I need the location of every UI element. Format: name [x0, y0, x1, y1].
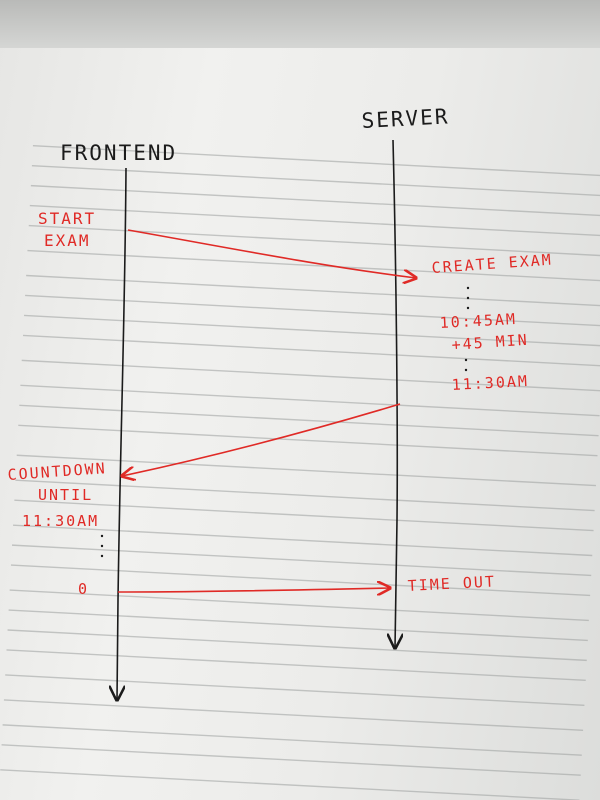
- timeout-arrow: [117, 588, 390, 592]
- zero-label: 0: [78, 580, 89, 598]
- time-out-label: TIME OUT: [407, 572, 496, 595]
- server-lifeline: [393, 139, 397, 648]
- duration-label: +45 MIN: [451, 331, 529, 354]
- dots-server-1: [466, 286, 470, 310]
- frontend-lane-label: FRONTEND: [60, 141, 177, 165]
- create-exam-label: CREATE EXAM: [431, 251, 553, 277]
- start-exam-arrow: [127, 229, 416, 278]
- start-exam-line1: START: [38, 209, 96, 228]
- server-lane-label: SERVER: [361, 104, 450, 133]
- start-time-label: 10:45AM: [439, 310, 517, 332]
- dots-server-2: [464, 358, 468, 372]
- frontend-lifeline: [117, 167, 127, 700]
- end-time-label: 11:30AM: [451, 372, 529, 394]
- countdown-line1: COUNTDOWN: [7, 459, 107, 484]
- countdown-arrow: [122, 403, 401, 476]
- background-shadow: [0, 0, 600, 48]
- start-exam-line2: EXAM: [44, 231, 91, 250]
- countdown-line3: 11:30AM: [22, 512, 99, 530]
- dots-frontend: [100, 534, 104, 558]
- countdown-line2: UNTIL: [38, 486, 93, 504]
